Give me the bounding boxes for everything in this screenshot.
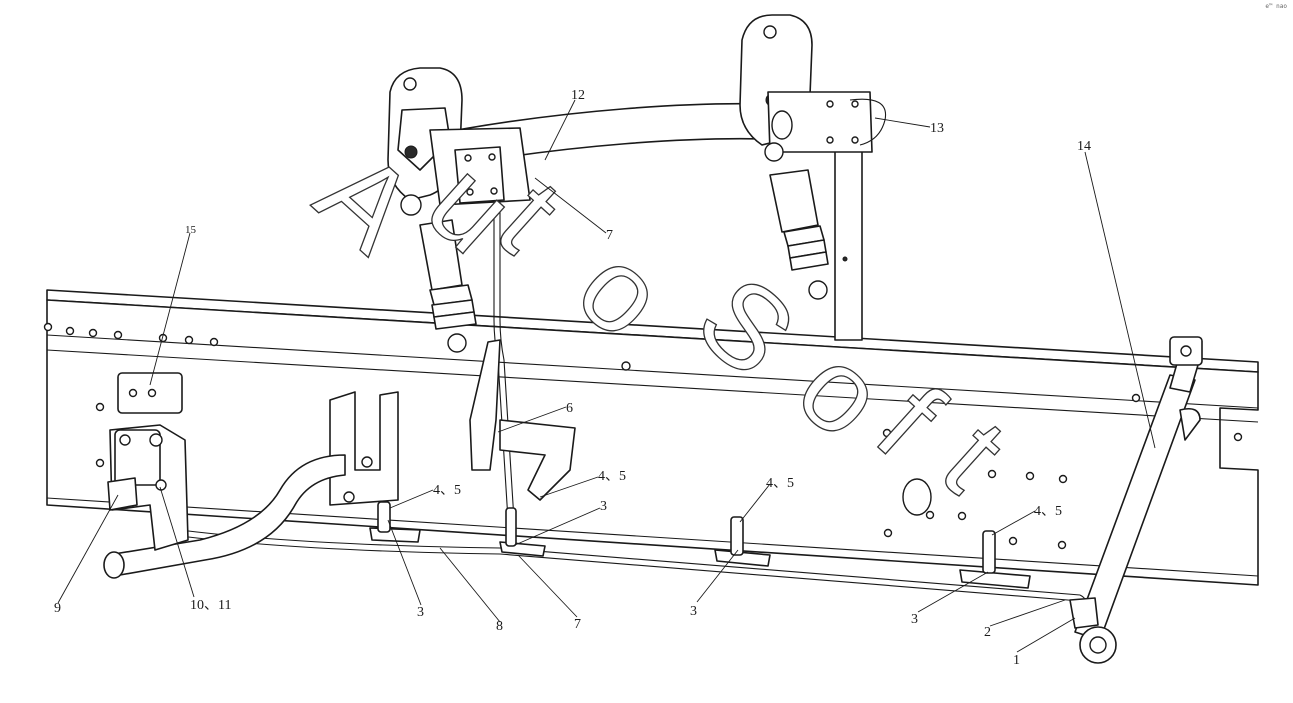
callout-7a: 7	[606, 228, 613, 243]
rear-cab-mount	[739, 14, 887, 162]
hydraulic-line-vertical	[469, 200, 576, 521]
callout-3a: 3	[417, 605, 424, 620]
line-clips	[369, 501, 1031, 589]
line-support-bracket	[329, 391, 399, 506]
tilt-cylinder	[1069, 336, 1203, 664]
callout-2: 2	[984, 625, 991, 640]
corner-mark: e™ nao	[1265, 3, 1287, 10]
callout-1: 1	[1013, 653, 1020, 668]
callout-9: 9	[54, 601, 61, 616]
callout-7b: 7	[574, 617, 581, 632]
rail-holes	[43, 322, 1243, 550]
intake-pipe	[103, 454, 346, 579]
callout-3c: 3	[690, 604, 697, 619]
callout-4-5a: 4、5	[433, 483, 461, 498]
front-cab-mount	[387, 67, 531, 216]
callout-10-11: 10、11	[190, 598, 231, 613]
callout-14: 14	[1077, 139, 1091, 154]
callouts: 1 2 3 3 3 3 4、5 4、5 4、5 4、5 6 7 7 8 9 10…	[54, 88, 1091, 668]
leader-lines	[57, 99, 1156, 653]
callout-4-5c: 4、5	[766, 476, 794, 491]
tilt-pump-assembly	[107, 372, 189, 551]
callout-13: 13	[930, 121, 944, 136]
frame-rail	[43, 289, 1259, 586]
rear-post	[834, 149, 863, 341]
callout-15: 15	[185, 224, 197, 236]
front-shock-absorber	[419, 219, 477, 353]
callout-4-5d: 4、5	[1034, 504, 1062, 519]
callout-12: 12	[571, 88, 585, 103]
callout-3d: 3	[911, 612, 918, 627]
callout-4-5b: 4、5	[598, 469, 626, 484]
callout-3b: 3	[600, 499, 607, 514]
callout-6: 6	[566, 401, 573, 416]
rear-shock-absorber	[769, 169, 829, 300]
callout-8: 8	[496, 619, 503, 634]
